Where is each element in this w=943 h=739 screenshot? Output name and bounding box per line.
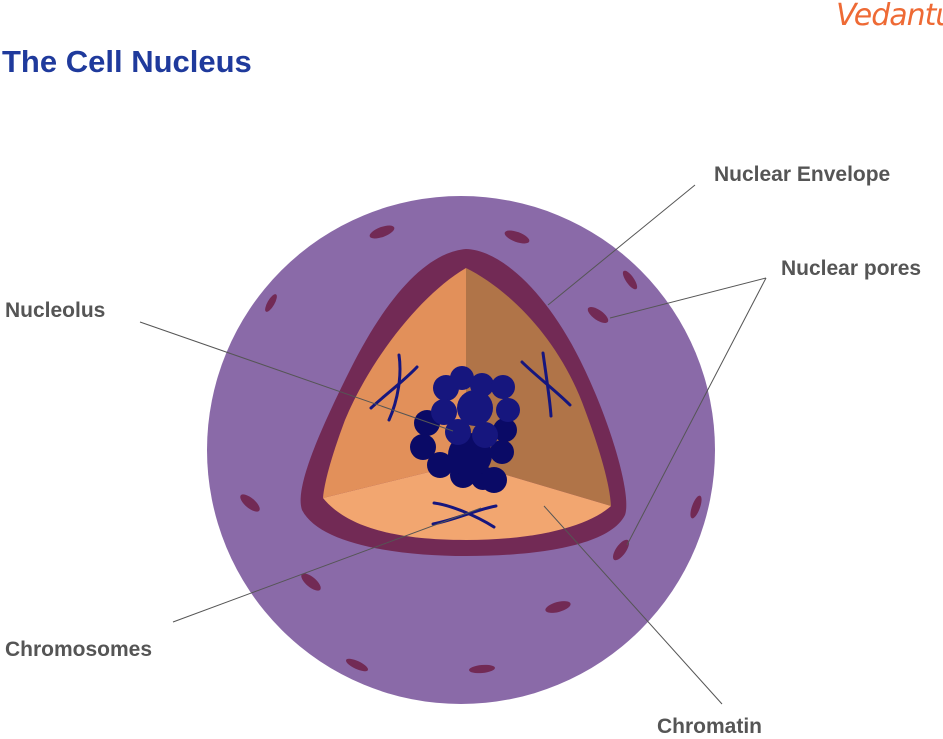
- cutaway-bottom-face: [323, 463, 611, 540]
- label-nucleolus: Nucleolus: [5, 299, 106, 322]
- label-nuclear-envelope: Nuclear Envelope: [714, 163, 891, 186]
- page-title: The Cell Nucleus: [2, 44, 252, 79]
- chromosomes: [369, 351, 572, 529]
- label-chromosomes: Chromosomes: [5, 638, 153, 661]
- nucleolus: [410, 366, 520, 493]
- vedantu-logo: Vedantu: [836, 0, 943, 33]
- leader-lines: [139, 184, 767, 705]
- nuclear-pores: [240, 225, 702, 674]
- label-chromatin: Chromatin: [657, 715, 762, 738]
- label-nuclear-pores: Nuclear pores: [781, 257, 922, 280]
